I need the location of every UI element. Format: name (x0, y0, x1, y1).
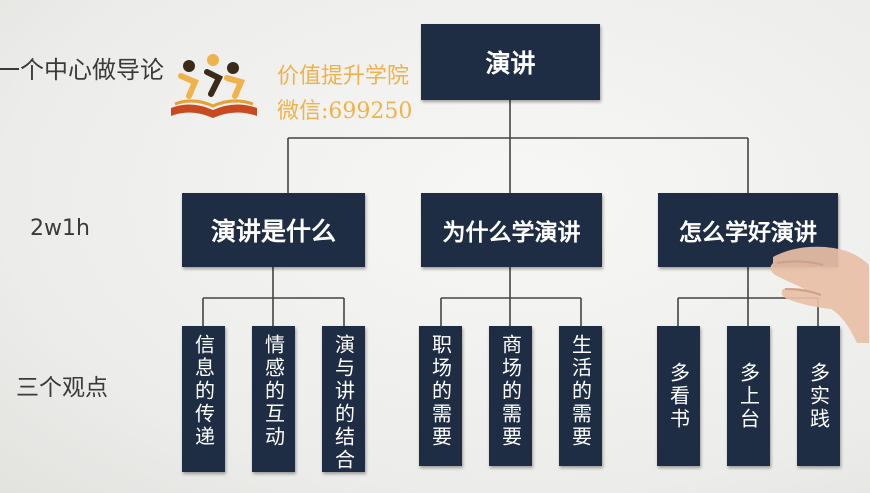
leaf-label: 演与讲的结合 (331, 334, 356, 472)
leaf-label: 多实践 (806, 361, 831, 431)
presenter-hand (770, 246, 869, 343)
leaf-emotion-interaction: 情感的互动 (252, 326, 295, 472)
leaf-label: 信息的传递 (191, 334, 216, 449)
leaf-perform-speak-combo: 演与讲的结合 (322, 326, 365, 472)
node-why-learn-speech: 为什么学演讲 (421, 193, 602, 267)
root-node-label: 演讲 (485, 49, 536, 78)
watermark-title: 价值提升学院 (277, 64, 410, 89)
leaf-label: 多看书 (666, 361, 691, 431)
leaf-label: 多上台 (736, 361, 761, 431)
leaf-read-more: 多看书 (657, 326, 700, 466)
leaf-stage-more: 多上台 (727, 326, 770, 466)
node-label: 怎么学好演讲 (679, 220, 817, 246)
watermark-wechat: 微信:699250 (277, 99, 413, 124)
leaf-business-need: 商场的需要 (489, 326, 532, 466)
leaf-label: 情感的互动 (261, 334, 286, 449)
leaf-practice-more: 多实践 (797, 326, 840, 466)
row-label-2w1h: 2w1h (30, 216, 90, 241)
leaf-info-transfer: 信息的传递 (182, 326, 225, 472)
node-label: 为什么学演讲 (442, 220, 581, 246)
row-label-center: 一个中心做导论 (0, 56, 164, 84)
node-what-is-speech: 演讲是什么 (182, 193, 365, 267)
book-logo-icon (171, 54, 257, 118)
node-label: 演讲是什么 (210, 217, 336, 246)
leaf-label: 职场的需要 (428, 334, 453, 449)
root-node: 演讲 (421, 24, 600, 100)
leaf-label: 生活的需要 (568, 334, 593, 449)
leaf-life-need: 生活的需要 (559, 326, 602, 466)
leaf-workplace-need: 职场的需要 (419, 326, 462, 466)
leaf-label: 商场的需要 (498, 334, 523, 449)
row-label-three-points: 三个观点 (16, 375, 108, 401)
